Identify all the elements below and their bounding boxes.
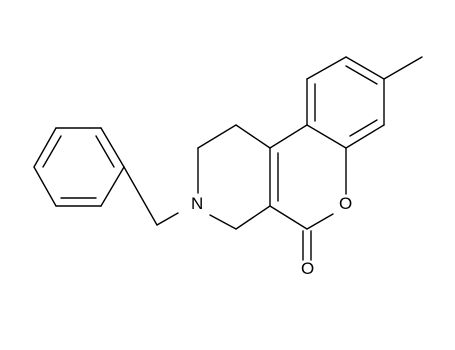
bond — [345, 124, 385, 149]
bond — [33, 166, 57, 207]
lactone-ring — [269, 124, 347, 230]
bond — [269, 124, 308, 149]
bond — [306, 124, 347, 149]
ring-oxygen-atom-label: O — [339, 194, 352, 213]
bond — [209, 214, 237, 230]
tetrahydropyridine-ring — [197, 124, 271, 230]
aromatic-inner-bond — [345, 65, 378, 85]
carbonyl-oxygen-atom-label: O — [301, 259, 314, 278]
methyl-bond — [383, 56, 423, 80]
bond — [33, 127, 57, 168]
bond — [306, 213, 334, 230]
aromatic-inner-bond — [349, 119, 378, 137]
bond — [235, 124, 271, 149]
bond — [100, 127, 125, 168]
ch2-nitrogen-bond — [156, 212, 179, 226]
bond — [100, 166, 125, 207]
bond — [197, 124, 237, 149]
bond — [306, 56, 347, 80]
bond — [269, 205, 308, 230]
bond — [235, 205, 271, 230]
aromatic-inner-bond — [95, 135, 115, 168]
benzyl-phenyl-ring — [33, 127, 125, 207]
aromatic-ring-right — [306, 56, 385, 149]
benzyl-ch2-bond — [123, 166, 158, 226]
bond — [345, 56, 385, 80]
nitrogen-atom-label: N — [191, 194, 203, 213]
aromatic-inner-bond — [42, 135, 62, 168]
